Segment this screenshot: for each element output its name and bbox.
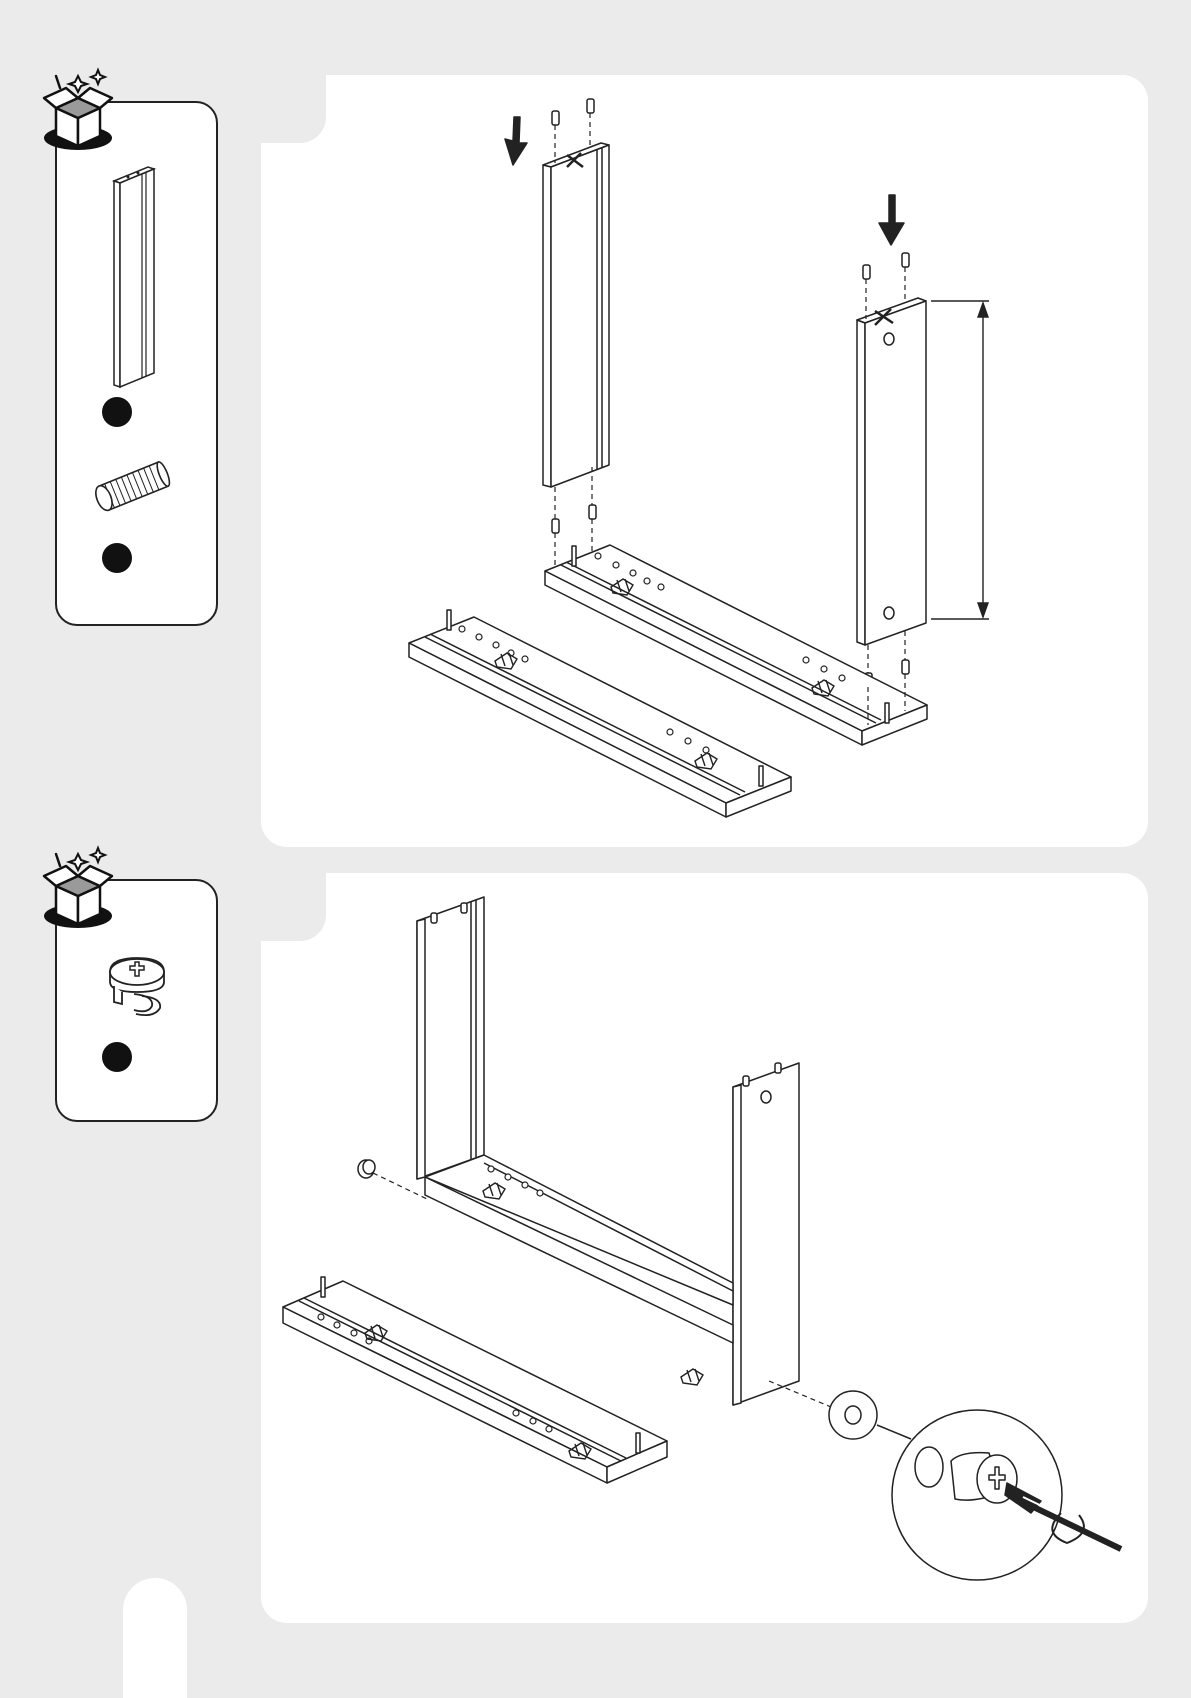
cam-lock-part-icon bbox=[104, 952, 170, 1018]
side-panel-count-marker bbox=[102, 397, 132, 427]
step-1-assembly-illustration bbox=[261, 75, 1148, 847]
cam-lock-count-marker bbox=[102, 1042, 132, 1072]
open-box-icon bbox=[36, 66, 126, 156]
side-panel-part-icon bbox=[110, 165, 160, 390]
open-box-icon bbox=[36, 844, 126, 934]
step-2-assembly-illustration bbox=[261, 873, 1148, 1623]
dowel-count-marker bbox=[102, 543, 132, 573]
dowel-part-icon bbox=[84, 455, 184, 520]
page-number-tab bbox=[123, 1578, 187, 1698]
